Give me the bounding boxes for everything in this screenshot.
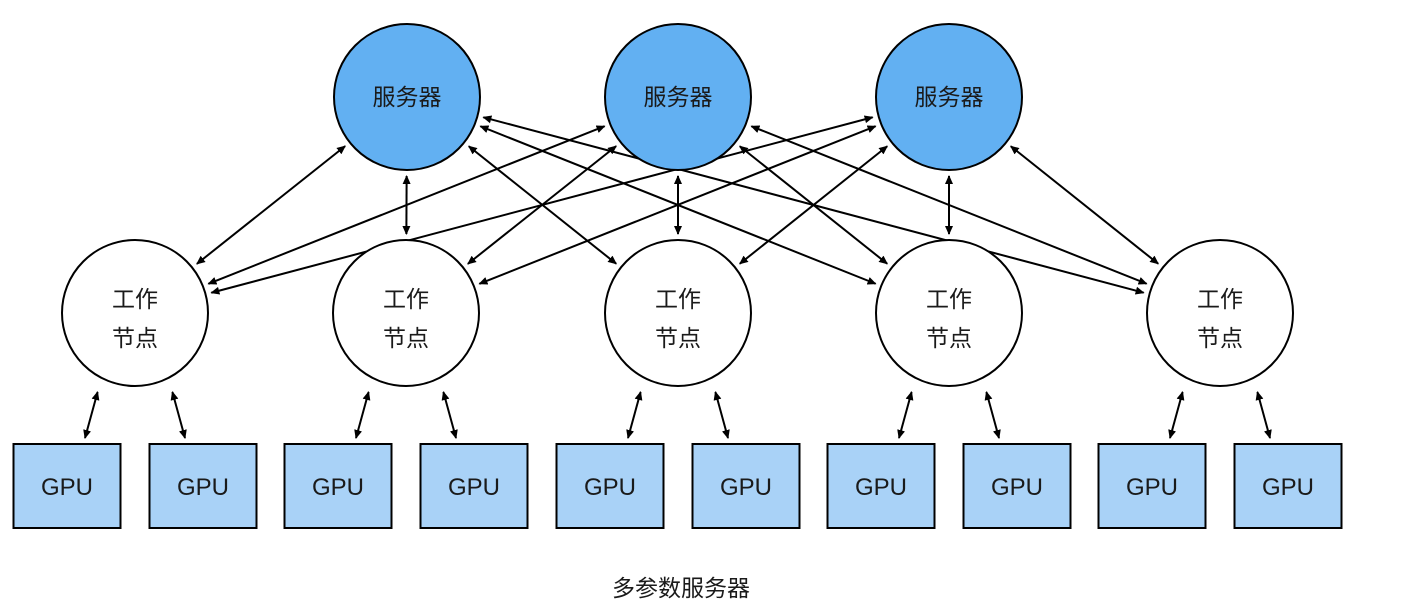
worker-label-line1: 工作 [383, 287, 429, 313]
server-label: 服务器 [915, 85, 984, 111]
gpu-label: GPU [855, 474, 907, 501]
gpu-label: GPU [41, 474, 93, 501]
gpu-label: GPU [1262, 474, 1314, 501]
gpu-box-worker-5-2: GPU [1233, 443, 1343, 529]
server-circle [604, 23, 752, 171]
worker-label-line1: 工作 [926, 287, 972, 313]
gpu-label: GPU [584, 474, 636, 501]
gpu-rect [555, 443, 665, 529]
worker-circle [1146, 239, 1294, 387]
worker-label-line1: 工作 [1197, 287, 1243, 313]
worker-label-line1: 工作 [112, 287, 158, 313]
edge-worker-1-gpu-2 [170, 391, 187, 439]
server-node-3: 服务器 [875, 23, 1023, 171]
gpu-rect [691, 443, 801, 529]
edge-server-3-worker-3 [738, 145, 889, 265]
gpu-rect [962, 443, 1072, 529]
edge-worker-3-gpu-1 [626, 391, 643, 439]
edge-worker-4-gpu-1 [897, 391, 914, 439]
edge-server-3-worker-5 [1009, 145, 1160, 265]
edge-worker-4-gpu-2 [984, 391, 1001, 439]
edge-worker-1-gpu-1 [83, 391, 100, 439]
gpu-label: GPU [177, 474, 229, 501]
gpu-label: GPU [1126, 474, 1178, 501]
worker-circle [875, 239, 1023, 387]
gpu-box-worker-1-2: GPU [148, 443, 258, 529]
gpu-rect [826, 443, 936, 529]
server-label: 服务器 [644, 85, 713, 111]
worker-circle [332, 239, 480, 387]
edge-worker-5-gpu-1 [1168, 391, 1185, 439]
gpu-rect [283, 443, 393, 529]
server-circle [333, 23, 481, 171]
gpu-box-worker-3-1: GPU [555, 443, 665, 529]
gpu-rect [148, 443, 258, 529]
gpu-rect [419, 443, 529, 529]
worker-label-line2: 节点 [1197, 326, 1243, 352]
worker-label-line1: 工作 [655, 287, 701, 313]
gpu-box-worker-3-2: GPU [691, 443, 801, 529]
worker-label-line2: 节点 [926, 326, 972, 352]
gpu-box-worker-1-1: GPU [12, 443, 122, 529]
edge-worker-2-gpu-1 [354, 391, 371, 439]
gpu-rect [1097, 443, 1207, 529]
edge-worker-2-gpu-2 [441, 391, 458, 439]
server-circle [875, 23, 1023, 171]
gpu-label: GPU [720, 474, 772, 501]
gpu-box-worker-2-2: GPU [419, 443, 529, 529]
worker-circle [61, 239, 209, 387]
server-node-1: 服务器 [333, 23, 481, 171]
worker-label-line2: 节点 [655, 326, 701, 352]
gpu-label: GPU [448, 474, 500, 501]
server-node-2: 服务器 [604, 23, 752, 171]
worker-label-line2: 节点 [383, 326, 429, 352]
gpu-rect [12, 443, 122, 529]
gpu-box-worker-2-1: GPU [283, 443, 393, 529]
gpu-rect [1233, 443, 1343, 529]
edge-worker-3-gpu-2 [713, 391, 730, 439]
gpu-label: GPU [312, 474, 364, 501]
edge-worker-5-gpu-2 [1255, 391, 1272, 439]
gpu-box-worker-4-2: GPU [962, 443, 1072, 529]
worker-circle [604, 239, 752, 387]
diagram-caption: 多参数服务器 [612, 576, 750, 602]
worker-label-line2: 节点 [112, 326, 158, 352]
server-label: 服务器 [373, 85, 442, 111]
edge-server-1-worker-1 [196, 145, 346, 265]
gpu-label: GPU [991, 474, 1043, 501]
gpu-box-worker-4-1: GPU [826, 443, 936, 529]
gpu-box-worker-5-1: GPU [1097, 443, 1207, 529]
edge-server-3-worker-1 [210, 115, 874, 295]
edges [83, 115, 1272, 439]
